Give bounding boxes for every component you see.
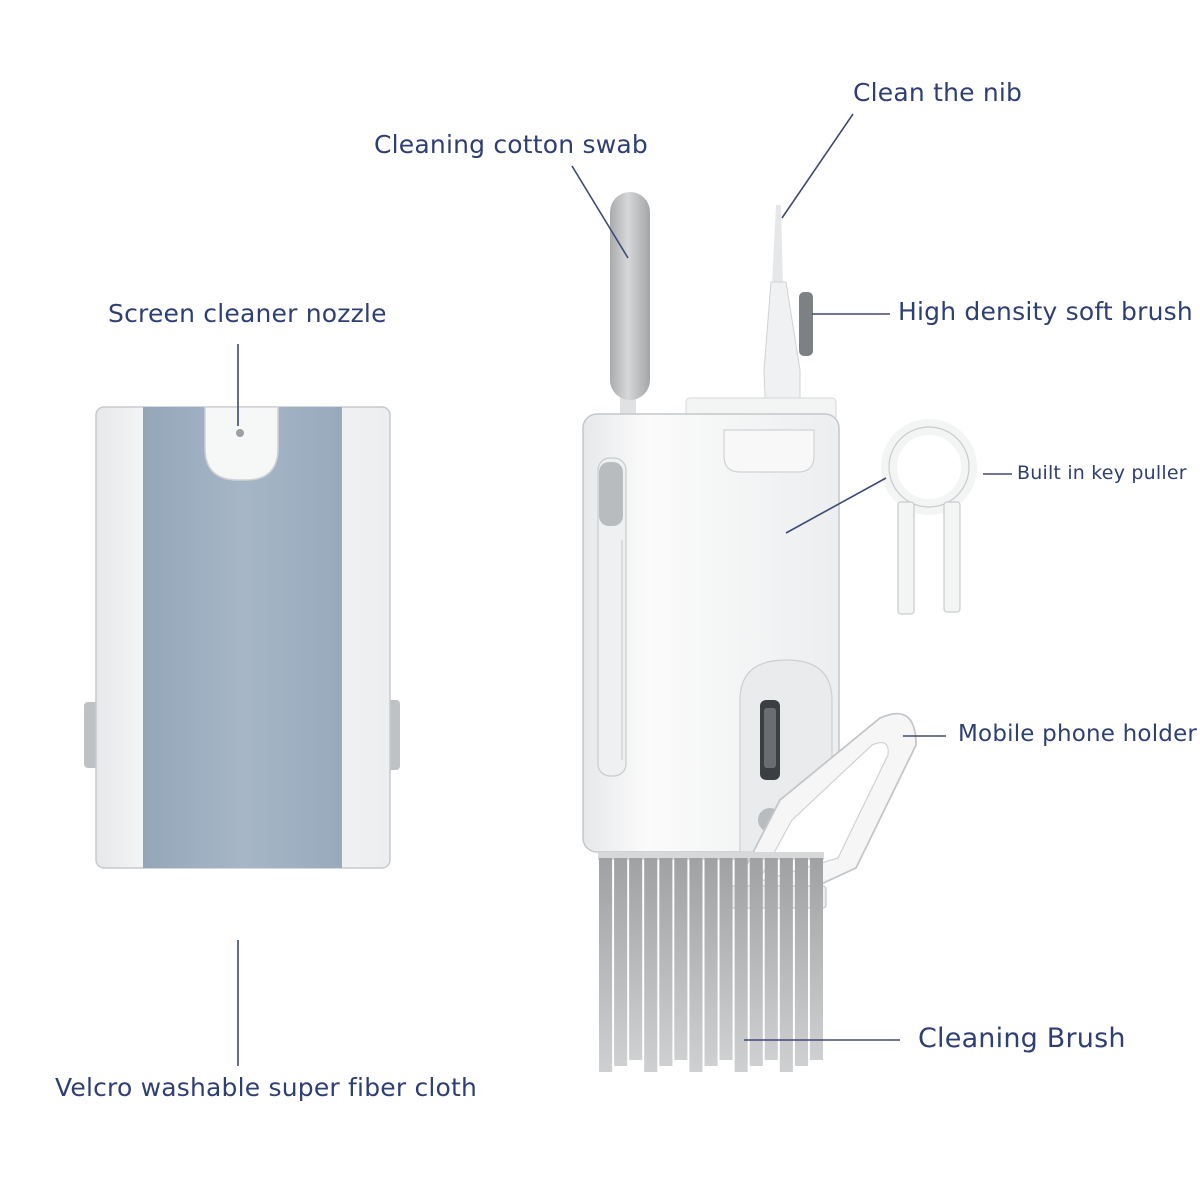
cleaning-brush-bristles — [598, 852, 824, 1072]
cleaner-front-view — [582, 192, 977, 1072]
top-window — [723, 429, 815, 473]
label-velcro-cloth: Velcro washable super fiber cloth — [55, 1073, 478, 1102]
bristle-tuft — [704, 858, 718, 1066]
bristle-tuft — [659, 858, 673, 1066]
cleaner-back-view — [84, 406, 400, 869]
label-soft-brush: High density soft brush — [898, 297, 1193, 326]
microfiber-cloth — [143, 407, 342, 868]
bristle-tuft — [749, 858, 763, 1066]
bristle-tuft — [674, 858, 688, 1060]
bristle-tuft — [644, 858, 658, 1072]
swab-slider — [599, 462, 623, 526]
label-phone-holder: Mobile phone holder — [958, 721, 1198, 747]
bristle-tuft — [719, 858, 733, 1060]
leader-lines — [237, 113, 1012, 1066]
bristle-tuft — [734, 858, 748, 1072]
nib-tip — [772, 205, 783, 285]
bristle-tuft — [764, 858, 778, 1060]
cotton-swab-tip — [610, 192, 650, 400]
label-clean-nib: Clean the nib — [853, 78, 1023, 107]
label-screen-cleaner-nozzle: Screen cleaner nozzle — [108, 299, 387, 328]
bristle-tuft — [779, 858, 793, 1072]
bristle-tuft — [599, 858, 613, 1072]
bristle-tuft — [629, 858, 643, 1060]
swab-rail — [597, 457, 627, 777]
nozzle-dot — [236, 429, 244, 437]
key-puller — [881, 419, 977, 615]
nozzle-notch — [204, 406, 279, 481]
bristle-tuft — [689, 858, 703, 1072]
label-key-puller: Built in key puller — [1017, 462, 1187, 484]
bristle-tuft — [794, 858, 808, 1066]
label-cleaning-brush: Cleaning Brush — [918, 1023, 1126, 1054]
bristle-tuft — [809, 858, 823, 1060]
left-side-grip — [84, 702, 98, 768]
nib-soft-brush — [799, 292, 813, 356]
label-cotton-swab: Cleaning cotton swab — [374, 130, 648, 159]
bristle-tuft — [614, 858, 628, 1066]
